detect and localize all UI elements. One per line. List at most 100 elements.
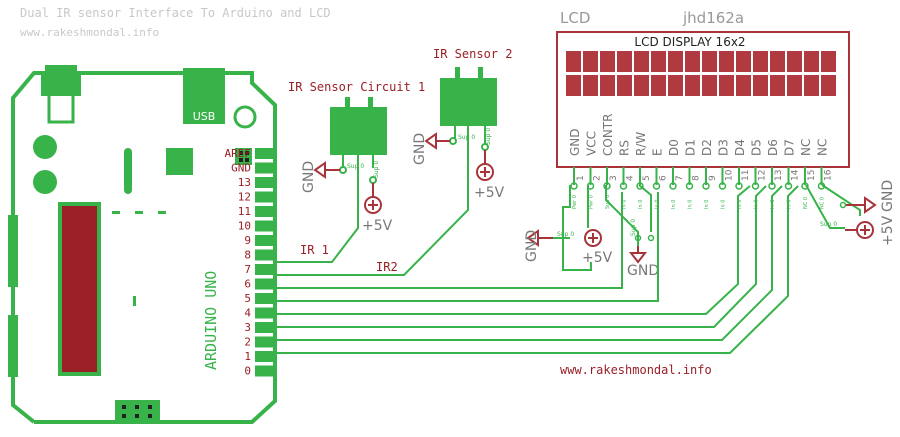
lcd-char-cell: [702, 75, 717, 96]
lcd-char-cell: [719, 75, 734, 96]
lcd-pin-terminal: [636, 182, 644, 190]
svg-text:Sup 0: Sup 0: [820, 221, 837, 228]
lcd-pin-number: 10: [725, 169, 735, 181]
lcd-pin-number: 3: [609, 175, 619, 181]
lcd-pin-name: D3: [717, 139, 731, 156]
lcd-char-cell: [617, 75, 632, 96]
lcd-pin-name: D0: [667, 139, 681, 156]
arduino-pin: [255, 206, 275, 217]
lcd-char-cell: [770, 75, 785, 96]
lcd-char-cell: [787, 75, 802, 96]
lcd-pin-name: NC: [816, 139, 830, 156]
arduino-pin-label: 2: [244, 336, 251, 349]
sensor1-body: [330, 107, 387, 155]
lcd-char-cell: [736, 51, 751, 72]
lcd-pin-name: D6: [766, 139, 780, 156]
wire-ir2: [275, 126, 469, 276]
lcd-pin-terminal: [685, 182, 694, 190]
lcd-pin-tag: Pwr 0: [572, 195, 578, 209]
header-url: www.rakeshmondal.info: [20, 26, 159, 39]
power-jack: [41, 73, 81, 96]
arduino-pin-label: 12: [238, 191, 251, 204]
lcd-label: LCD: [560, 9, 590, 27]
lcd-char-cell: [651, 51, 666, 72]
lcd-pin-number: 5: [642, 175, 652, 181]
ground-symbol: [313, 161, 326, 179]
lcd-pin-name: D1: [684, 139, 698, 156]
lcd-pin-name: GND: [568, 128, 582, 156]
lcd-char-cell: [787, 51, 802, 72]
lcd-char-cell: [651, 75, 666, 96]
lcd-pin-tag: In 0: [737, 200, 743, 209]
lcd-pin-tag: In 0: [638, 200, 644, 209]
lcd-pin-tag: In 0: [688, 200, 694, 209]
lcd-character-grid: [566, 51, 836, 96]
lcd-pin-number: 11: [741, 170, 751, 181]
lcd-char-cell: [719, 51, 734, 72]
lcd-gnd-label-c: GND: [880, 180, 896, 212]
svg-text:Sup 0: Sup 0: [347, 163, 364, 170]
capacitor: [33, 135, 57, 159]
arduino-pin: [255, 264, 275, 275]
sensor2-title: IR Sensor 2: [433, 47, 512, 61]
arduino-pin: [255, 278, 275, 290]
svg-text:Sup 0: Sup 0: [557, 231, 574, 238]
lcd-pin-tag: In 0: [787, 200, 793, 209]
lcd-char-cell: [736, 75, 751, 96]
crystal: [124, 148, 132, 194]
lcd-pin-tag: NC 0: [820, 197, 826, 209]
lcd-title: LCD DISPLAY 16x2: [634, 35, 745, 49]
arduino-pin: [255, 220, 275, 232]
lcd-char-cell: [821, 75, 836, 96]
lcd-vcc-label-c: +5V: [880, 215, 896, 246]
arduino-pin-label: 0: [244, 365, 251, 378]
ground-symbol: [864, 196, 877, 214]
arduino-pin-label: 11: [238, 205, 251, 218]
lcd-pin-number: 2: [593, 175, 603, 181]
arduino-pin-label: 5: [244, 292, 251, 305]
lcd-char-cell: [753, 51, 768, 72]
lcd-char-cell: [600, 75, 615, 96]
lcd-pin-number: 9: [708, 175, 718, 181]
usb-connector: [183, 68, 225, 124]
sensor2-vcc-label: +5V: [474, 185, 505, 201]
lcd-pin-name: D7: [783, 139, 797, 156]
lcd-pin-tag: In 0: [704, 200, 710, 209]
arduino-pin-label: GND: [231, 162, 251, 175]
lcd-gnd-label-b: GND: [627, 263, 659, 279]
wire-ir1-label: IR 1: [300, 243, 329, 257]
lcd-pin-terminal: [801, 182, 809, 190]
lcd-char-cell: [634, 75, 649, 96]
arduino-pin: [255, 235, 275, 246]
lcd-pin-terminal: [751, 182, 760, 190]
wire-pin5-d4: [275, 185, 751, 315]
arduino-pin: [255, 249, 275, 261]
lcd-vcc-label-a: +5V: [582, 250, 613, 266]
wire-ir2-label: IR2: [376, 260, 398, 274]
arduino-pin: [255, 307, 275, 319]
arduino-pin: [255, 365, 275, 377]
lcd-pin-tag: In 0: [671, 200, 677, 209]
lcd-pin-tag: NC 0: [803, 197, 809, 209]
lcd-pin-name: RS: [618, 140, 632, 156]
sensor2-gnd-label: GND: [412, 133, 428, 165]
diagram-title: Dual IR sensor Interface To Arduino and …: [20, 6, 331, 20]
arduino-pin-label: AREF: [225, 147, 252, 160]
ir-sensor-2: IR Sensor 2 Sup 0 Sup 0 GND +5V IR2: [275, 47, 512, 276]
lcd-pin-name: D5: [750, 139, 764, 156]
arduino-pin-label: 7: [244, 263, 251, 276]
lcd-pin-number: 6: [659, 175, 669, 181]
arduino-pin: [255, 191, 275, 203]
wire-pin3-d6: [275, 185, 783, 341]
lcd-gnd-label-a: GND: [524, 230, 540, 262]
lcd-char-cell: [821, 51, 836, 72]
lcd-pin-terminal: [718, 182, 727, 190]
lcd-char-cell: [566, 51, 581, 72]
icsp-bottom-header: [115, 400, 160, 424]
lcd-char-cell: [583, 51, 598, 72]
arduino-pin: [255, 351, 275, 362]
footer-url: www.rakeshmondal.info: [560, 363, 712, 377]
